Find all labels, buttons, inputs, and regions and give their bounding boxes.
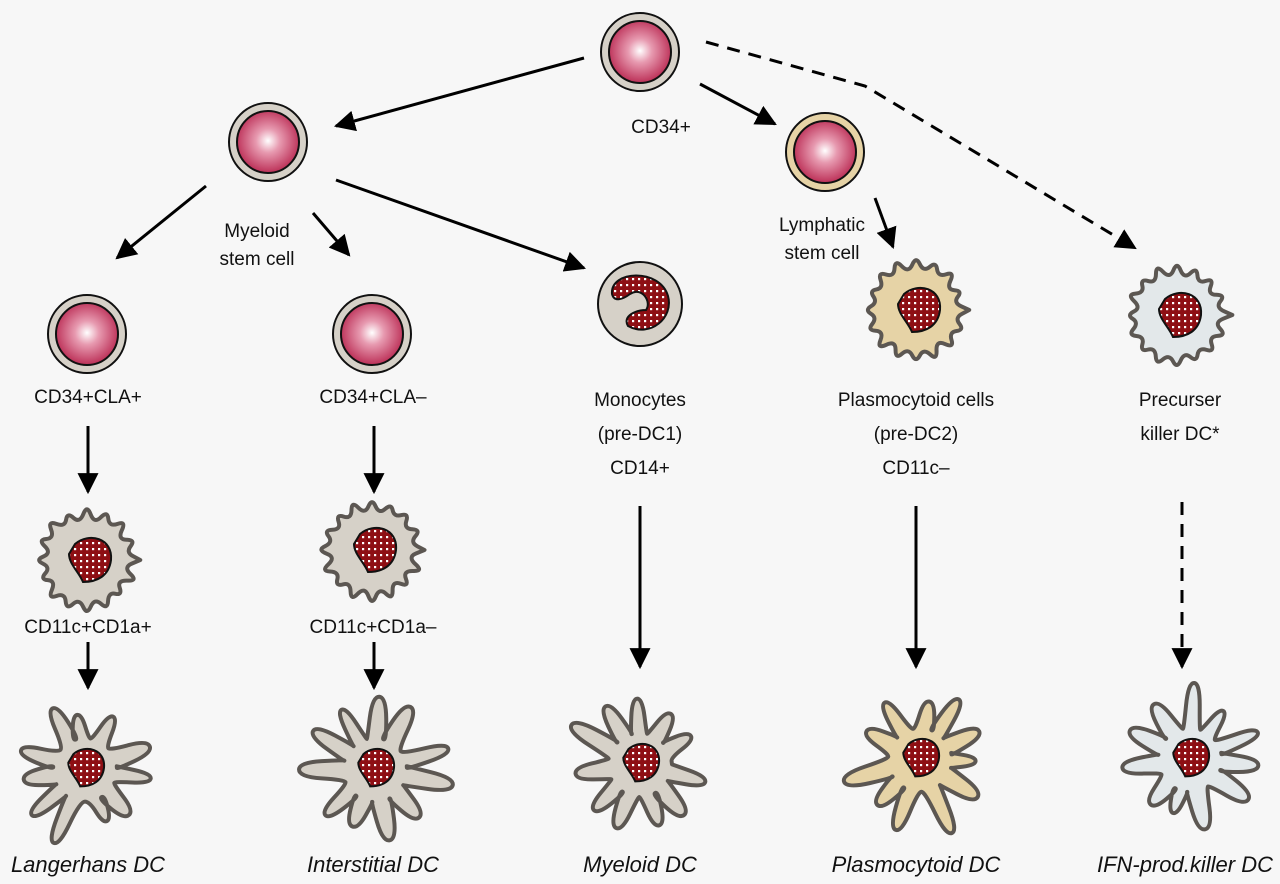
label-plasmocytoid-cells: Plasmocytoid cells (pre-DC2) CD11c– xyxy=(838,384,994,486)
cell-myeloid-stem xyxy=(228,102,308,182)
label-line: killer DC* xyxy=(1140,424,1220,445)
cell-nucleus xyxy=(608,20,672,84)
arrow-cd34-to-myeloid-stem xyxy=(333,56,585,132)
kidney-nucleus xyxy=(610,274,670,331)
cell-lymphatic-stem xyxy=(785,112,865,192)
cell-cd34-cla-pos xyxy=(47,294,127,374)
label-line: Lymphatic xyxy=(779,215,865,236)
label-line: Plasmocytoid cells xyxy=(837,390,995,411)
label-line: Precurser xyxy=(1138,390,1222,411)
label-line: CD11c+CD1a– xyxy=(309,617,437,638)
cell-precursor-killer xyxy=(1128,263,1235,368)
cell-monocytes xyxy=(597,261,683,347)
label-line: Interstitial DC xyxy=(306,852,440,877)
label-cd34: CD34+ xyxy=(631,114,691,142)
cell-nucleus xyxy=(1157,291,1203,339)
arrow-myeloid-stem-to-cd34-cla-pos xyxy=(115,184,207,260)
label-cd11c-cd1a-pos: CD11c+CD1a+ xyxy=(24,614,151,642)
label-myeloid-stem-cell: Myeloid stem cell xyxy=(220,218,295,274)
cell-nucleus xyxy=(67,536,113,584)
cell-nucleus xyxy=(902,737,941,778)
label-line: CD11c+CD1a+ xyxy=(24,617,152,638)
label-cd11c-cd1a-neg: CD11c+CD1a– xyxy=(310,614,437,642)
label-line: (pre-DC1) xyxy=(597,424,683,445)
cell-nucleus xyxy=(340,302,404,366)
label-line: Myeloid xyxy=(224,221,290,242)
cell-plasmocytoid-dc xyxy=(841,696,982,836)
label-line: Myeloid DC xyxy=(583,852,697,877)
label-line: CD34+ xyxy=(631,117,691,138)
cell-nucleus xyxy=(896,286,942,334)
label-line: Langerhans DC xyxy=(10,852,166,877)
cell-langerhans-dc xyxy=(18,706,153,846)
cell-ifn-killer-dc xyxy=(1120,680,1261,832)
cell-cd34 xyxy=(600,12,680,92)
cell-nucleus xyxy=(352,526,398,574)
label-lymphatic-stem-cell: Lymphatic stem cell xyxy=(779,212,865,268)
label-line: Plasmocytoid DC xyxy=(831,852,1001,877)
label-cd34-cla-pos: CD34+CLA+ xyxy=(34,384,142,412)
cell-nucleus xyxy=(67,747,106,788)
cell-nucleus xyxy=(622,742,661,783)
cell-interstitial-dc xyxy=(297,694,455,843)
label-line: stem cell xyxy=(784,243,860,264)
label-line: IFN-prod.killer DC xyxy=(1096,852,1274,877)
arrow-myeloid-stem-to-cd34-cla-neg xyxy=(311,212,351,257)
label-line: CD34+CLA+ xyxy=(34,387,142,408)
cell-cd34-cla-neg xyxy=(332,294,412,374)
label-myeloid-dc: Myeloid DC xyxy=(583,852,697,878)
cell-nucleus xyxy=(55,302,119,366)
label-langerhans-dc: Langerhans DC xyxy=(11,852,165,878)
cell-nucleus xyxy=(357,747,396,788)
label-precursor-killer-dc: Precurser killer DC* xyxy=(1139,384,1221,452)
label-line: CD14+ xyxy=(610,458,670,479)
label-line: (pre-DC2) xyxy=(873,424,959,445)
label-plasmocytoid-dc: Plasmocytoid DC xyxy=(832,852,1001,878)
cell-nucleus xyxy=(793,120,857,184)
cell-plasmocytoid-cells xyxy=(865,258,972,362)
label-interstitial-dc: Interstitial DC xyxy=(307,852,439,878)
label-cd34-cla-neg: CD34+CLA– xyxy=(319,384,426,412)
cell-cd11c-cd1a-neg xyxy=(319,500,427,603)
cell-nucleus xyxy=(1172,737,1211,778)
label-line: stem cell xyxy=(219,249,295,270)
label-line: Monocytes xyxy=(594,390,686,411)
cell-myeloid-dc xyxy=(568,696,708,831)
cell-nucleus xyxy=(236,110,300,174)
cell-cd11c-cd1a-pos xyxy=(37,507,143,613)
label-ifn-prod-killer-dc: IFN-prod.killer DC xyxy=(1097,852,1273,878)
label-line: CD34+CLA– xyxy=(319,387,427,408)
arrow-lymphatic-stem-to-plasmocytoid-cells xyxy=(873,197,897,249)
arrow-cd34-to-lymphatic-stem xyxy=(699,82,777,126)
arrow-myeloid-stem-to-monocytes xyxy=(335,178,586,272)
label-monocytes: Monocytes (pre-DC1) CD14+ xyxy=(594,384,686,486)
arrow-cd34-to-precursor-killer xyxy=(705,40,1137,250)
label-line: CD11c– xyxy=(882,458,950,479)
